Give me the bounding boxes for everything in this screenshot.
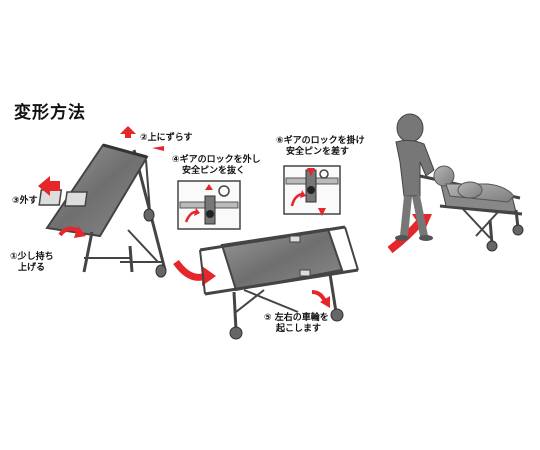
step5-label: ⑤ 左右の車輪を 起こします [264, 313, 329, 335]
inset-gear-lock [283, 165, 341, 216]
step1-line2: 上げる [18, 263, 46, 273]
step1-label: ①少し持ち 上げる [10, 252, 54, 274]
step4-line2: 安全ピンを抜く [182, 166, 246, 176]
unfolded-stretcher-figure [199, 225, 359, 340]
step3-label: ③外す [12, 196, 38, 206]
step5-line1: ⑤ 左右の車輪を [264, 313, 329, 323]
arrow-right-icon [152, 146, 164, 151]
inset-gear-unlock [177, 180, 241, 230]
safety-pin-icon-2 [319, 169, 329, 179]
step4-label: ④ギアのロックを外し 安全ピンを抜く [172, 155, 261, 177]
person-body [395, 139, 435, 197]
step6-line2: 安全ピンを差す [286, 147, 350, 157]
person-head [396, 113, 424, 143]
arrow-down-small-icon [307, 168, 315, 176]
page-title: 変形方法 [14, 103, 86, 123]
arrow-up-small-icon [205, 184, 213, 190]
stretcher-in-use-figure [395, 113, 524, 252]
step5-line2: 起こします [276, 324, 322, 334]
patient-head [433, 165, 455, 187]
folded-stretcher-figure [38, 126, 167, 278]
step1-line1: ①少し持ち [10, 252, 54, 262]
arrow-up-icon [120, 126, 136, 138]
safety-pin-icon [218, 185, 230, 197]
step6-line1: ⑥ギアのロックを掛け [276, 136, 365, 146]
arrow-left-icon [38, 176, 60, 196]
step4-line1: ④ギアのロックを外し [172, 155, 261, 165]
step2-label: ②上にずらす [140, 133, 193, 143]
step6-label: ⑥ギアのロックを掛け 安全ピンを差す [276, 136, 365, 158]
